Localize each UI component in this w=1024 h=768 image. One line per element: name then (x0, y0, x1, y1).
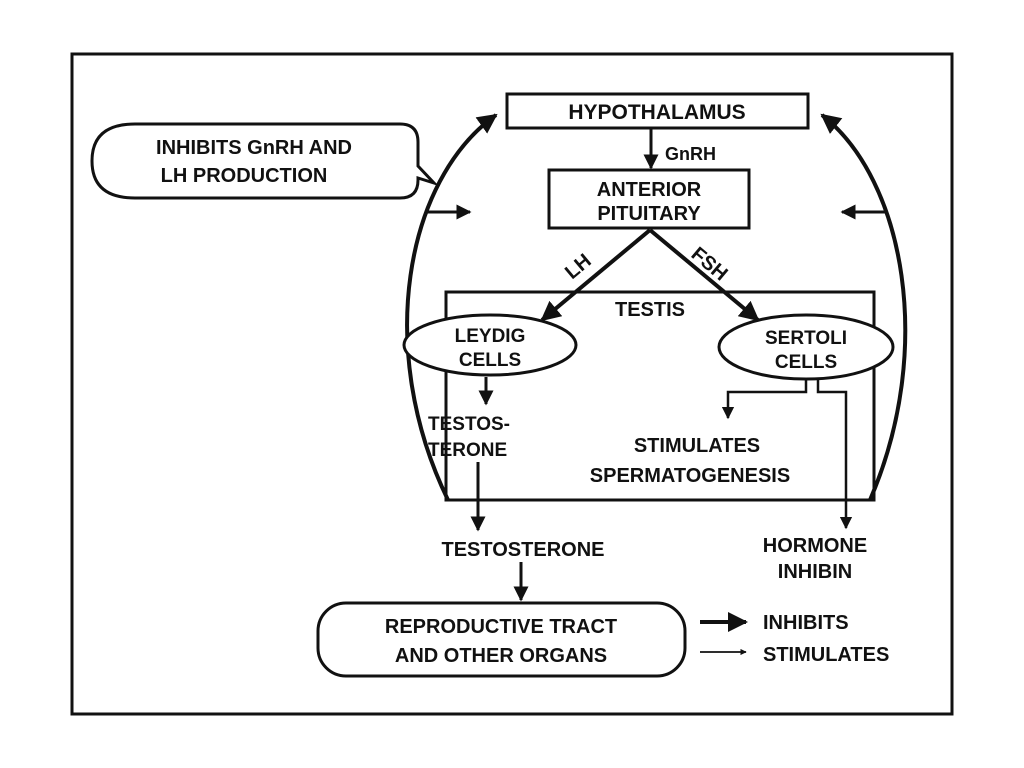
anterior-pituitary-label-line1: ANTERIOR (597, 179, 702, 201)
lh-arrow (540, 228, 652, 322)
sertoli-label-line1: SERTOLI (765, 328, 847, 349)
sertoli-label-line2: CELLS (775, 352, 837, 373)
testosterone-inner-label-line2: TERONE (428, 440, 507, 461)
legend-inhibits-label: INHIBITS (763, 612, 849, 634)
testosterone-label: TESTOSTERONE (442, 539, 605, 561)
legend-stimulates-label: STIMULATES (763, 644, 889, 666)
leydig-label-line1: LEYDIG (455, 326, 526, 347)
testis-box (444, 290, 876, 502)
gnrh-label: GnRH (665, 144, 716, 164)
stimulates-label-line2: SPERMATOGENESIS (590, 465, 790, 487)
sertoli-cells-node: SERTOLI CELLS (717, 313, 895, 381)
fsh-arrow (648, 228, 760, 322)
inhibits-callout: INHIBITS GnRH AND LH PRODUCTION (90, 122, 440, 200)
leydig-label-line2: CELLS (459, 350, 521, 371)
right-feedback-arc (820, 113, 908, 501)
testis-label: TESTIS (615, 299, 685, 321)
anterior-pituitary-label-line2: PITUITARY (597, 203, 701, 225)
legend: INHIBITS STIMULATES (700, 612, 889, 666)
anterior-pituitary-node: ANTERIOR PITUITARY (547, 168, 751, 230)
leydig-cells-node: LEYDIG CELLS (402, 313, 578, 377)
repro-label-line2: AND OTHER ORGANS (395, 645, 607, 667)
hypothalamus-node: HYPOTHALAMUS (505, 92, 810, 130)
inhibits-callout-line2: LH PRODUCTION (161, 165, 328, 187)
sertoli-to-inhibin-arrow (816, 379, 853, 530)
inhibin-label-line1: HORMONE (763, 535, 867, 557)
stimulates-label-line1: STIMULATES (634, 435, 760, 457)
hypothalamus-label: HYPOTHALAMUS (568, 101, 745, 124)
inhibits-callout-line1: INHIBITS GnRH AND (156, 137, 352, 159)
left-feedback-arc (405, 113, 498, 501)
reproductive-tract-node: REPRODUCTIVE TRACT AND OTHER ORGANS (316, 601, 687, 678)
sertoli-to-spermatogenesis-arrow (721, 380, 808, 420)
inhibin-label-line2: INHIBIN (778, 561, 852, 583)
repro-label-line1: REPRODUCTIVE TRACT (385, 616, 617, 638)
testosterone-inner-label-line1: TESTOS- (428, 414, 510, 435)
